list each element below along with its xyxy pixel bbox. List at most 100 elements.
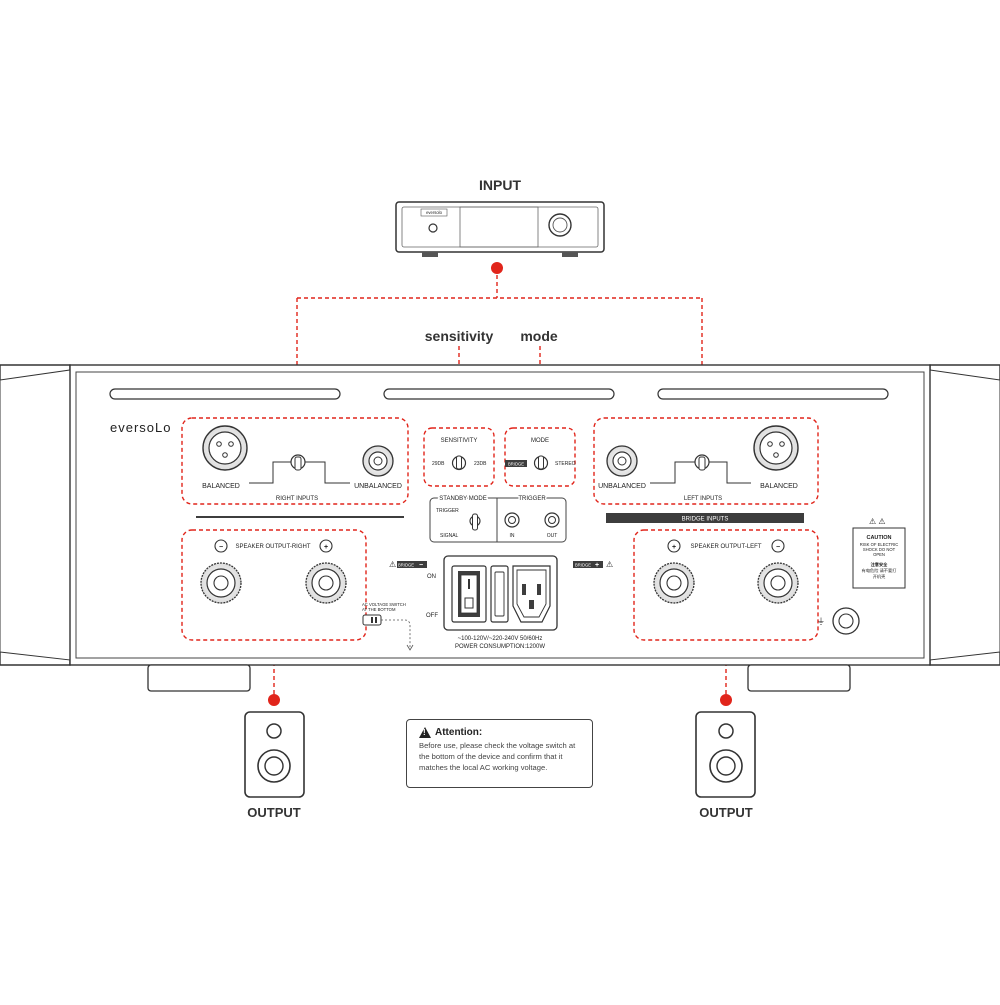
chassis-foot [147,664,251,692]
left-unbalanced-rca-input[interactable] [606,445,638,477]
svg-text:BRIDGE: BRIDGE [398,563,414,568]
speaker-right-negative-terminal[interactable] [200,562,242,604]
standby-mode-switch[interactable] [469,513,481,531]
power-voltage-label: ~100-120V/~220-240V 50/60Hz [458,636,543,642]
svg-text:⚠: ⚠ [606,560,613,569]
svg-text:−: − [776,544,780,551]
power-on-label: ON [427,574,436,580]
right-unbalanced-rca-input[interactable] [362,445,394,477]
sensitivity-heading: sensitivity [425,328,494,344]
left-speaker-icon [695,711,756,798]
svg-text:RISK OF ELECTRIC: RISK OF ELECTRIC [860,542,899,547]
svg-text:+: + [672,544,676,551]
right-speaker-icon [244,711,305,798]
output-left-connection-dot [720,694,732,706]
svg-text:OPEN: OPEN [873,552,885,557]
left-inputs-label: LEFT INPUTS [684,496,722,502]
trigger-title: TRIGGER [518,496,546,502]
speaker-right-positive-terminal[interactable] [305,562,347,604]
sensitivity-switch[interactable] [451,455,467,471]
mode-stereo-label: STEREO [555,461,576,467]
sensitivity-highlight [423,427,495,487]
speaker-left-highlight [633,529,819,641]
ac-voltage-switch[interactable] [362,614,382,626]
right-bridge-band [196,516,404,518]
left-input-selector-switch[interactable] [650,454,751,484]
vent-slot [109,388,341,400]
iec-power-socket[interactable] [512,565,551,623]
right-balanced-xlr-input[interactable] [202,425,248,471]
speaker-right-plus-icon [319,539,333,553]
mode-switch[interactable] [533,455,549,471]
bridge-inputs-band [606,513,804,523]
chassis-foot [747,664,851,692]
left-balanced-xlr-input[interactable] [753,425,799,471]
svg-text:−: − [419,562,423,569]
output-right-heading: OUTPUT [247,805,301,820]
svg-text:注意安全: 注意安全 [871,561,889,568]
trigger-in-jack[interactable] [504,512,520,528]
svg-text:SHOCK DO NOT: SHOCK DO NOT [863,547,896,552]
sensitivity-title: SENSITIVITY [441,438,478,444]
input-connection-dot [491,262,503,274]
ac-switch-label-2: AT THE BOTTOM [362,607,396,612]
right-input-selector-switch[interactable] [249,454,350,484]
left-balanced-label: BALANCED [760,483,798,490]
mode-title: MODE [531,438,549,444]
standby-signal-label: SIGNAL [440,533,459,539]
svg-text:+: + [595,562,599,569]
right-inputs-label: RIGHT INPUTS [276,496,318,502]
mode-heading: mode [520,328,558,344]
svg-text:CAUTION: CAUTION [866,535,891,541]
right-unbalanced-label: UNBALANCED [354,483,402,490]
svg-text:开机壳: 开机壳 [873,573,886,580]
source-device-logo: eversolo [426,210,442,215]
input-heading: INPUT [479,177,521,193]
vent-slot [383,388,615,400]
caution-label: ⚠ ⚠ CAUTION RISK OF ELECTRIC SHOCK DO NO… [852,517,906,589]
mode-bridge-label: BRIDGE [508,462,524,467]
amplifier-chassis [0,364,1000,692]
attention-line-3: matches the local AC working voltage. [419,763,548,772]
svg-text:有电危险 请不要打: 有电危险 请不要打 [862,567,897,574]
speaker-left-title: SPEAKER OUTPUT-LEFT [690,544,761,550]
trigger-out-jack[interactable] [544,512,560,528]
power-off-label: OFF [426,613,438,619]
source-power-button[interactable] [428,223,438,233]
standby-trigger-label: TRIGGER [436,508,459,514]
speaker-right-highlight [181,529,367,641]
speaker-left-plus-icon [667,539,681,553]
svg-text:⚠: ⚠ [389,560,396,569]
speaker-left-minus-icon [771,539,785,553]
left-unbalanced-label: UNBALANCED [598,483,646,490]
output-left-heading: OUTPUT [699,805,753,820]
brand-logo: eversoLo [110,420,171,435]
speaker-right-minus-icon [214,539,228,553]
warning-icon [419,727,431,738]
speaker-left-negative-terminal[interactable] [757,562,799,604]
mode-highlight [504,427,576,487]
sensitivity-low-label: 29DB [432,461,445,467]
svg-text:+: + [324,544,328,551]
power-consumption-label: POWER CONSUMPTION:1200W [455,644,545,650]
speaker-right-title: SPEAKER OUTPUT-RIGHT [235,544,310,550]
attention-line-1: Before use, please check the voltage swi… [419,741,576,750]
speaker-left-positive-terminal[interactable] [653,562,695,604]
right-inputs-highlight [181,417,409,505]
ground-terminal[interactable]: ⏚ [817,607,860,635]
standby-trigger-panel [429,497,567,543]
attention-notice: Attention: Before use, please check the … [406,719,593,788]
power-rocker-switch[interactable] [451,565,487,623]
attention-title: Attention: [435,727,483,738]
trigger-out-label: OUT [547,533,558,539]
caution-warning-icon: ⚠ ⚠ [869,517,886,526]
trigger-in-label: IN [510,533,515,539]
svg-text:BRIDGE: BRIDGE [575,563,591,568]
svg-text:−: − [219,544,223,551]
sensitivity-high-label: 23DB [474,461,487,467]
left-inputs-highlight [593,417,819,505]
fuse-holder[interactable] [490,565,509,623]
bridge-minus-tag: ⚠ BRIDGE − [389,560,427,569]
